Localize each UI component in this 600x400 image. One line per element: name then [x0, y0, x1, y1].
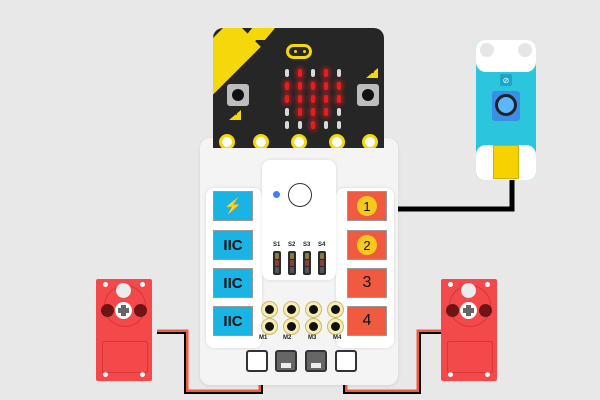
edge-pin-0[interactable]	[219, 134, 235, 148]
led-0-3	[324, 69, 328, 77]
microbit: A B	[213, 28, 384, 148]
mount-cap	[476, 40, 536, 72]
servo-header-label: S1	[273, 242, 281, 248]
microbit-logo-icon	[286, 44, 312, 59]
servo-left[interactable]	[96, 279, 152, 381]
port-label: IIC	[223, 312, 243, 330]
motor-jack[interactable]	[305, 301, 322, 318]
port-label: 4	[362, 312, 372, 329]
button-b-label: B	[366, 68, 378, 78]
port-1[interactable]: 1	[347, 191, 387, 221]
led-1-1	[298, 82, 302, 90]
led-1-3	[324, 82, 328, 90]
motor-label: M1	[259, 335, 268, 341]
led-4-3	[324, 121, 328, 129]
motor-port-m4[interactable]	[335, 350, 357, 372]
port-power[interactable]: ⚡	[213, 191, 253, 221]
servo-header-s2[interactable]	[288, 251, 296, 275]
motor-port-m2[interactable]	[275, 350, 297, 372]
motor-jack[interactable]	[261, 301, 278, 318]
port-badge: 1	[357, 196, 377, 216]
edge-pin-2[interactable]	[291, 134, 307, 148]
potentiometer-module[interactable]: ⊘	[476, 40, 536, 180]
led-1-2	[311, 82, 315, 90]
button-a-label: A	[229, 110, 241, 120]
led-2-0	[285, 95, 289, 103]
motor-jack[interactable]	[327, 318, 344, 335]
led-3-4	[337, 108, 341, 116]
lightning-icon: ⚡	[223, 198, 243, 215]
port-badge: 2	[357, 235, 377, 255]
servo-header-label: S3	[303, 242, 311, 248]
port-4[interactable]: 4	[347, 306, 387, 336]
led-3-1	[298, 108, 302, 116]
motor-jack[interactable]	[283, 318, 300, 335]
motor-label: M2	[283, 335, 292, 341]
motor-label: M3	[308, 335, 317, 341]
led-0-2	[311, 69, 315, 77]
edge-pin-1[interactable]	[253, 134, 269, 148]
led-1-0	[285, 82, 289, 90]
motor-jack[interactable]	[261, 318, 278, 335]
motor-port-m3[interactable]	[305, 350, 327, 372]
servo-header-label: S2	[288, 242, 296, 248]
edge-pin-gnd[interactable]	[362, 134, 378, 148]
motor-port-m1[interactable]	[246, 350, 268, 372]
port-label: 3	[362, 274, 372, 291]
port-2[interactable]: 2	[347, 230, 387, 260]
led-2-1	[298, 95, 302, 103]
motor-label: M4	[333, 335, 342, 341]
port-iic-3[interactable]: IIC	[213, 306, 253, 336]
servo-header-s1[interactable]	[273, 251, 281, 275]
motor-jack[interactable]	[327, 301, 344, 318]
led-2-2	[311, 95, 315, 103]
led-0-1	[298, 69, 302, 77]
servo-header-s4[interactable]	[318, 251, 326, 275]
led-4-1	[298, 121, 302, 129]
button-a[interactable]	[227, 84, 249, 106]
port-iic-1[interactable]: IIC	[213, 230, 253, 260]
connector	[493, 145, 519, 179]
servo-right[interactable]	[441, 279, 497, 381]
servo-horn-icon	[460, 302, 477, 319]
wire-potentiometer	[385, 178, 515, 212]
power-led	[273, 191, 280, 198]
port-label: IIC	[223, 236, 243, 254]
reset-button[interactable]	[288, 183, 312, 207]
motor-jack[interactable]	[283, 301, 300, 318]
port-3[interactable]: 3	[347, 268, 387, 298]
port-iic-2[interactable]: IIC	[213, 268, 253, 298]
button-b[interactable]	[357, 84, 379, 106]
led-2-3	[324, 95, 328, 103]
led-4-4	[337, 121, 341, 129]
servo-header-s3[interactable]	[303, 251, 311, 275]
led-3-0	[285, 108, 289, 116]
led-0-0	[285, 69, 289, 77]
led-3-3	[324, 108, 328, 116]
motor-jack[interactable]	[305, 318, 322, 335]
potentiometer-icon: ⊘	[500, 74, 512, 86]
expansion-board: ⚡ IIC IIC IIC 1 2 3 4 S1 S2 S3 S4 M1 M2 …	[200, 138, 398, 385]
led-1-4	[337, 82, 341, 90]
port-label: IIC	[223, 274, 243, 292]
led-0-4	[337, 69, 341, 77]
led-3-2	[311, 108, 315, 116]
edge-pin-3v[interactable]	[329, 134, 345, 148]
led-4-2	[311, 121, 315, 129]
led-4-0	[285, 121, 289, 129]
servo-horn-icon	[115, 302, 132, 319]
led-2-4	[337, 95, 341, 103]
servo-header-label: S4	[318, 242, 326, 248]
knob[interactable]	[495, 94, 517, 116]
